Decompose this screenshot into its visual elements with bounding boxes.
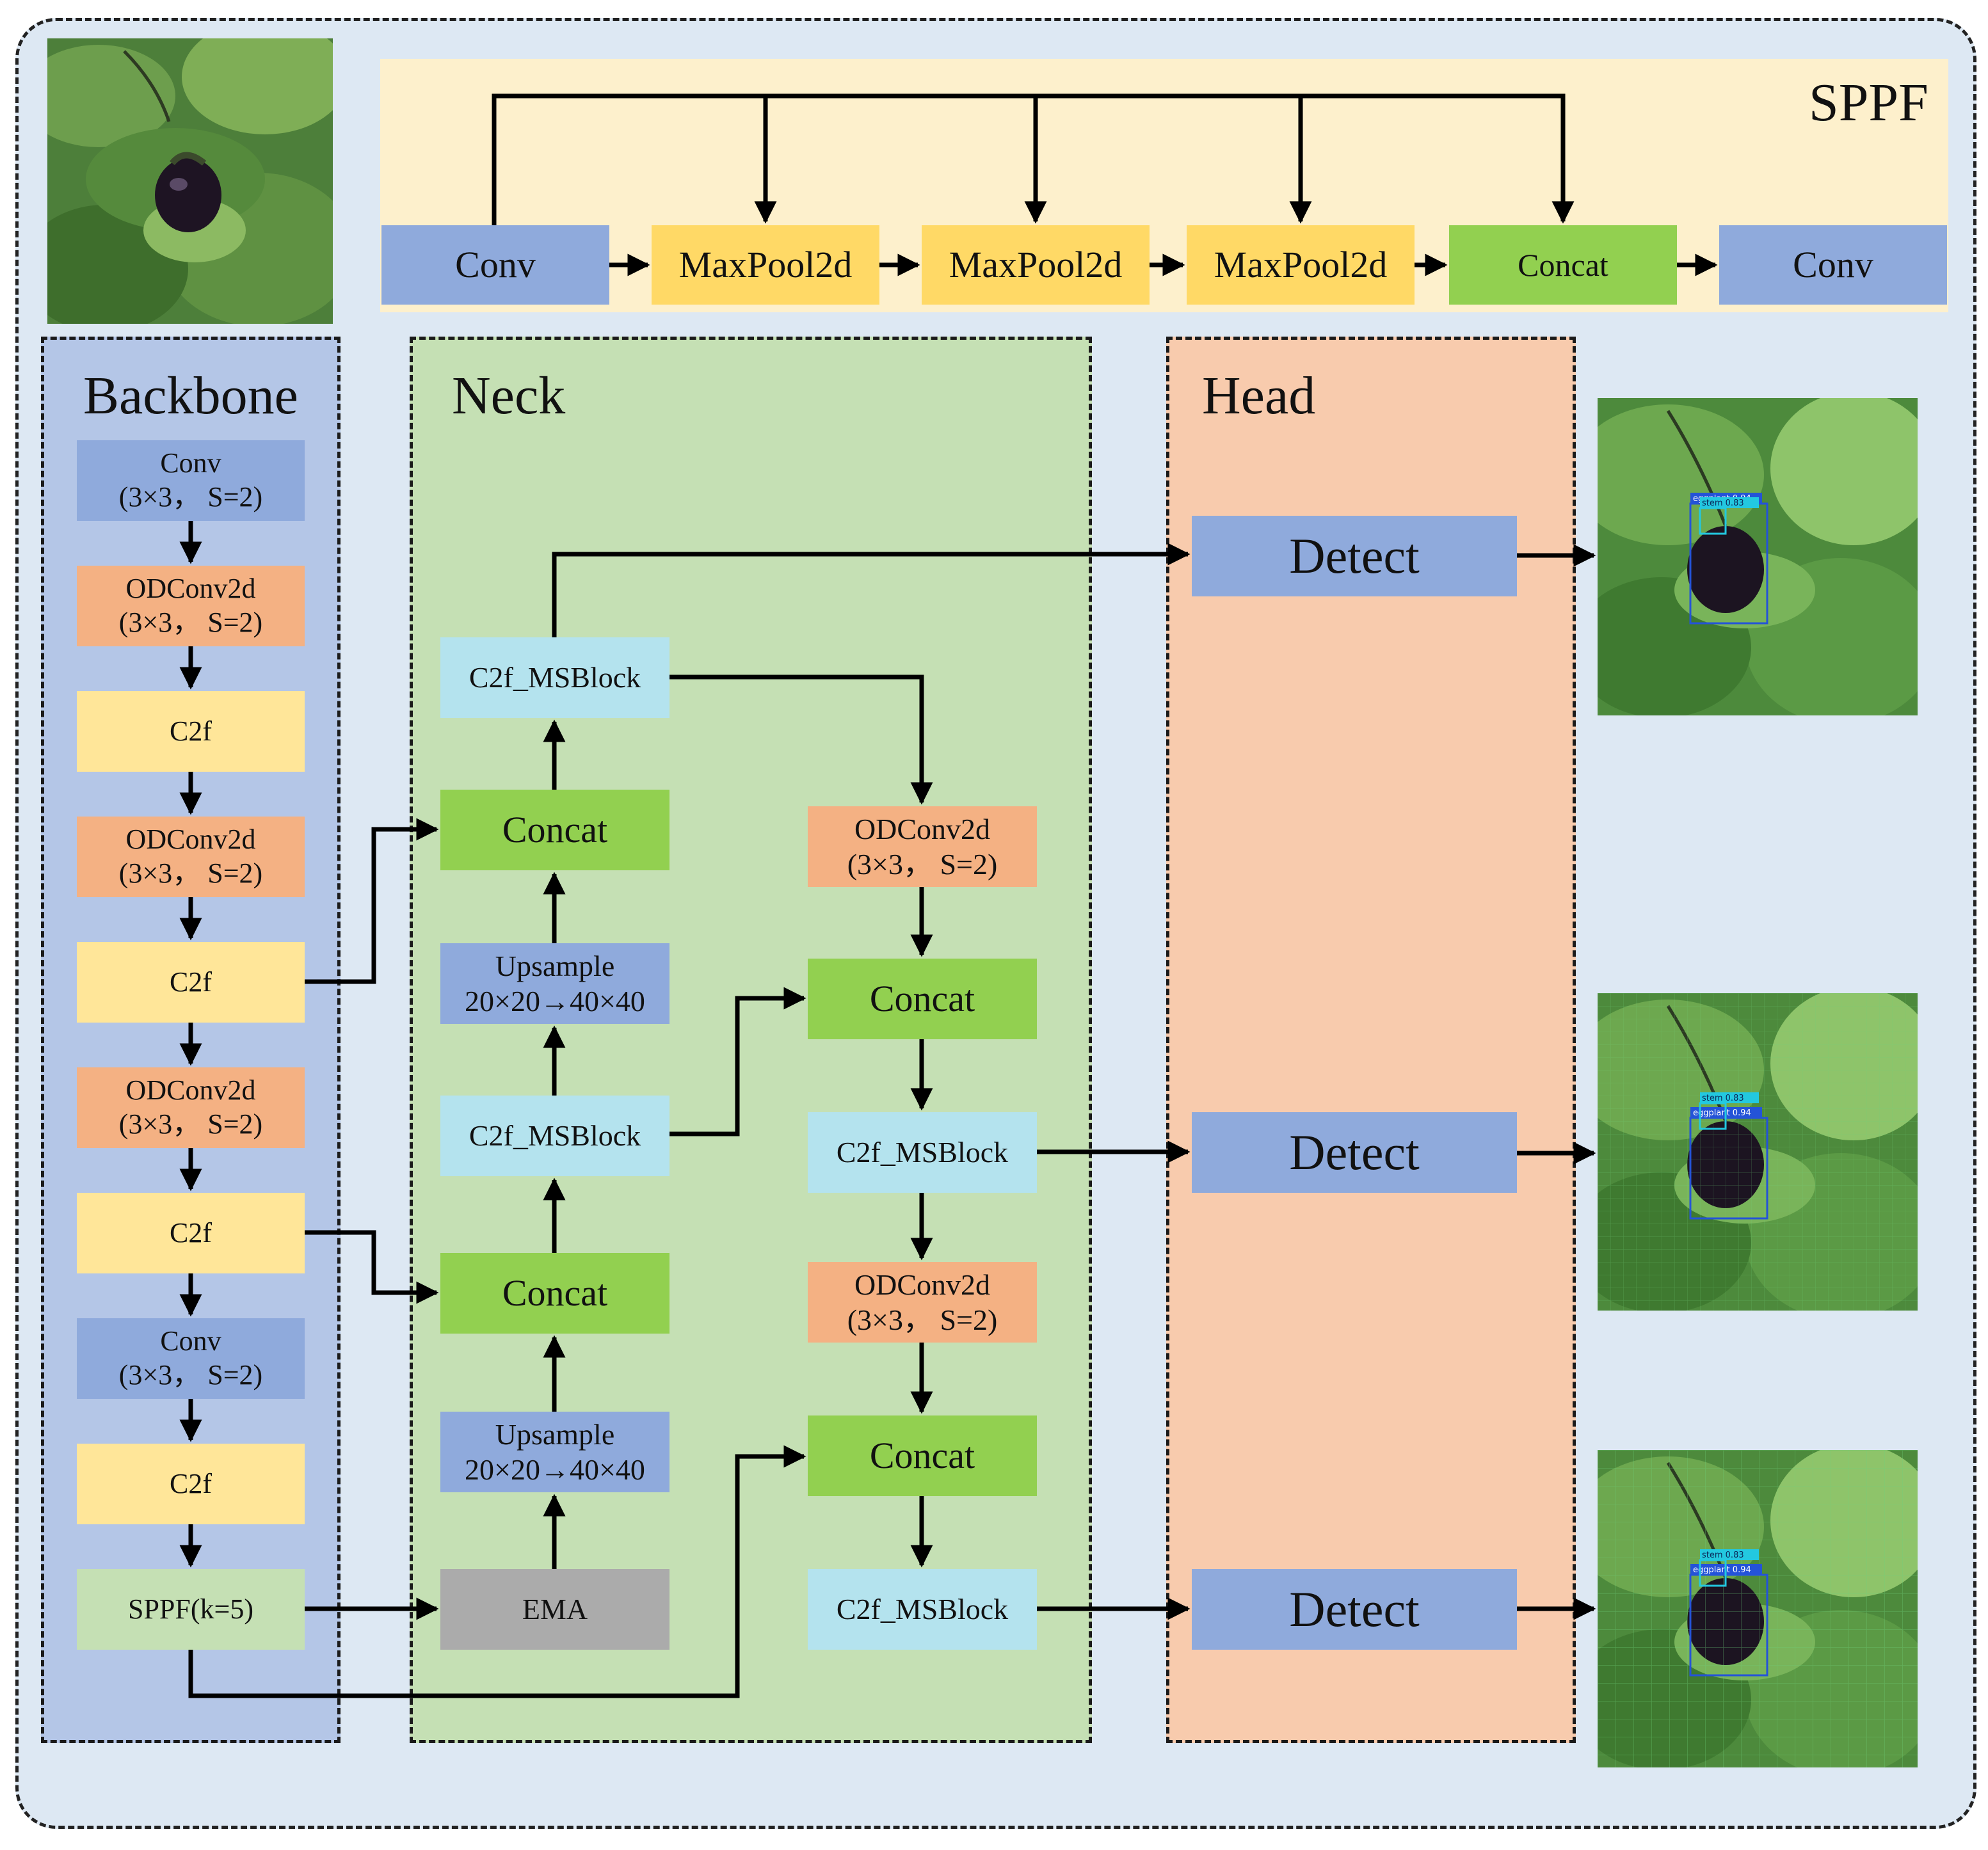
sppf-block-maxpool-1: MaxPool2d — [652, 225, 879, 305]
neck-concat-right-upper: Concat — [808, 959, 1037, 1039]
detection-2-label-eggplant: eggplant 0.94 — [1693, 1108, 1751, 1118]
neck-c2f-msblock-p5: C2f_MSBlock — [808, 1569, 1037, 1650]
backbone-block-odconv-2: ODConv2d(3×3， S=2) — [77, 817, 305, 897]
neck-c2f-msblock-p3: C2f_MSBlock — [440, 637, 669, 718]
neck-panel — [410, 337, 1092, 1743]
detection-image-3: eggplant 0.94 stem 0.83 — [1598, 1450, 1918, 1767]
neck-c2f-msblock-p4: C2f_MSBlock — [808, 1112, 1037, 1193]
neck-ema: EMA — [440, 1569, 669, 1650]
neck-concat-right-lower: Concat — [808, 1415, 1037, 1496]
sppf-block-concat: Concat — [1449, 225, 1677, 305]
head-detect-1: Detect — [1192, 516, 1517, 596]
detection-1-label-stem: stem 0.83 — [1702, 498, 1744, 508]
input-image — [47, 38, 333, 324]
detection-2-label-stem: stem 0.83 — [1702, 1094, 1744, 1103]
sppf-panel — [380, 59, 1948, 312]
head-detect-3: Detect — [1192, 1569, 1517, 1650]
neck-concat-upper: Concat — [440, 790, 669, 870]
neck-c2f-msblock-mid: C2f_MSBlock — [440, 1096, 669, 1176]
backbone-block-c2f-3: C2f — [77, 1193, 305, 1273]
backbone-block-c2f-4: C2f — [77, 1444, 305, 1524]
head-title: Head — [1202, 366, 1316, 426]
backbone-title: Backbone — [83, 366, 298, 426]
backbone-block-c2f-2: C2f — [77, 942, 305, 1023]
detection-3-label-eggplant: eggplant 0.94 — [1693, 1565, 1751, 1575]
backbone-block-sppf: SPPF(k=5) — [77, 1569, 305, 1650]
sppf-title: SPPF — [1809, 73, 1928, 132]
head-detect-2: Detect — [1192, 1112, 1517, 1193]
neck-odconv-1: ODConv2d(3×3， S=2) — [808, 806, 1037, 887]
sppf-block-conv-in: Conv — [381, 225, 609, 305]
sppf-block-maxpool-3: MaxPool2d — [1187, 225, 1415, 305]
detection-image-2: eggplant 0.94 stem 0.83 — [1598, 993, 1918, 1311]
sppf-block-maxpool-2: MaxPool2d — [922, 225, 1150, 305]
detection-3-label-stem: stem 0.83 — [1702, 1551, 1744, 1560]
backbone-block-odconv-1: ODConv2d(3×3， S=2) — [77, 566, 305, 646]
sppf-block-conv-out: Conv — [1719, 225, 1947, 305]
backbone-block-odconv-3: ODConv2d(3×3， S=2) — [77, 1067, 305, 1148]
backbone-block-conv-1: Conv(3×3， S=2) — [77, 440, 305, 521]
backbone-block-conv-2: Conv(3×3， S=2) — [77, 1318, 305, 1399]
neck-concat-lower: Concat — [440, 1253, 669, 1334]
backbone-block-c2f-1: C2f — [77, 691, 305, 772]
neck-odconv-2: ODConv2d(3×3， S=2) — [808, 1262, 1037, 1343]
detection-image-1: eggplant 0.94 stem 0.83 — [1598, 398, 1918, 715]
neck-title: Neck — [452, 366, 566, 426]
backbone-panel — [41, 337, 341, 1743]
